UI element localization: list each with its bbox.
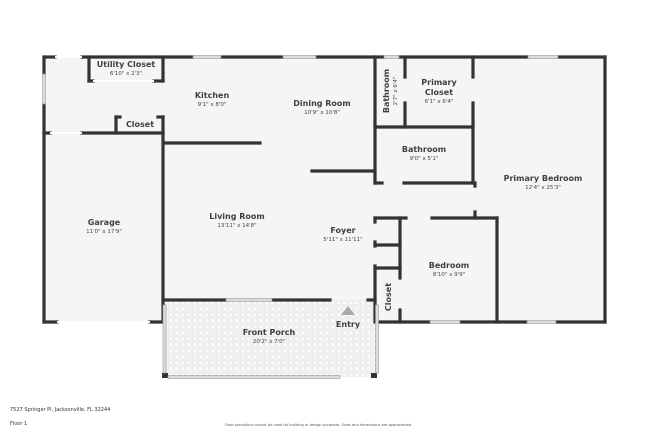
room-foyer: Foyer 5'11" x 11'11": [323, 226, 362, 244]
room-primary-closet: Primary Closet 6'1" x 6'4": [421, 78, 456, 106]
windows: [42, 55, 559, 379]
room-name: Bathroom: [401, 145, 447, 154]
room-dimensions: 10'9" x 10'8": [304, 110, 340, 116]
room-garage: Garage 11'0" x 17'9": [86, 218, 122, 236]
room-dimensions: 20'2" x 7'0": [252, 339, 286, 345]
walls: [42, 55, 607, 324]
room-name: Dining Room: [293, 99, 351, 108]
room-kitchen: Kitchen 9'1" x 8'0": [195, 91, 229, 109]
property-address: 7527 Springer Pl, Jacksonville, FL 32244: [10, 407, 111, 413]
room-dimensions: 9'1" x 8'0": [197, 102, 227, 108]
room-name: Bathroom: [382, 68, 391, 114]
room-name: Closet: [125, 120, 155, 129]
room-dimensions: 13'11" x 14'8": [217, 223, 257, 229]
entry-label: Entry: [336, 320, 360, 330]
room-dimensions: 9'0" x 5'1": [409, 156, 439, 162]
room-name-line1: Primary: [421, 78, 457, 87]
room-name: Bedroom: [428, 261, 470, 270]
room-bedroom: Bedroom 8'10" x 9'9": [429, 261, 470, 279]
room-dimensions: 6'10" x 2'3": [109, 71, 143, 77]
room-dimensions: 5'11" x 11'11": [323, 237, 363, 243]
room-front-porch: Front Porch 20'2" x 7'0": [243, 328, 295, 346]
room-name: Primary Bedroom: [503, 174, 583, 183]
disclaimer: Floor plans/tour cannot be used for buil…: [225, 423, 413, 427]
room-closet-bedroom: Closet: [384, 283, 394, 311]
entry-text: Entry: [335, 320, 361, 329]
room-name: Kitchen: [194, 91, 230, 100]
room-name: Living Room: [209, 212, 265, 221]
room-dining-room: Dining Room 10'9" x 10'8": [293, 99, 351, 117]
room-name-line2: Closet: [424, 88, 454, 97]
room-dimensions: 11'0" x 17'9": [86, 229, 122, 235]
room-name: Front Porch: [242, 328, 296, 337]
room-name: Foyer: [330, 226, 356, 235]
room-dimensions: 2'7" x 6'4": [393, 76, 399, 106]
room-dimensions: 6'1" x 6'4": [424, 99, 454, 105]
room-primary-bedroom: Primary Bedroom 12'4" x 25'3": [504, 174, 583, 192]
porch-posts: [162, 373, 377, 378]
room-name: Utility Closet: [96, 60, 156, 69]
room-living-room: Living Room 13'11" x 14'8": [209, 212, 265, 230]
room-dimensions: 8'10" x 9'9": [432, 272, 466, 278]
room-name: Closet: [384, 282, 393, 312]
entry-arrow-icon: [341, 306, 355, 315]
floor-label: Floor 1: [10, 421, 28, 427]
room-dimensions: 12'4" x 25'3": [525, 185, 561, 191]
room-bathroom: Bathroom 9'0" x 5'1": [402, 145, 446, 163]
room-closet-kitchen: Closet: [126, 120, 154, 130]
room-bathroom-small: Bathroom 2'7" x 6'4": [382, 69, 400, 113]
room-name: Garage: [87, 218, 121, 227]
door-openings: [50, 56, 154, 323]
room-utility-closet: Utility Closet 6'10" x 2'3": [97, 60, 156, 78]
